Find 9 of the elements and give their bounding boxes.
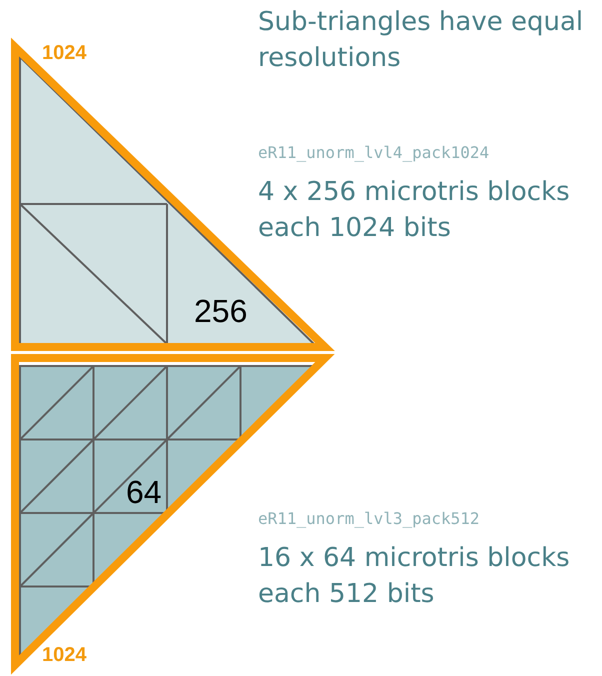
side-length-label: 1024 — [42, 644, 86, 667]
side-length-label: 1024 — [42, 42, 86, 65]
format-name: eR11_unorm_lvl4_pack1024 — [258, 143, 490, 162]
resolution-label: 64 — [126, 474, 162, 511]
description: 4 x 256 microtris blocks each 1024 bits — [258, 176, 571, 245]
description: 16 x 64 microtris blocks each 512 bits — [258, 542, 571, 611]
title: Sub-triangles have equal resolutions — [258, 6, 584, 75]
format-name: eR11_unorm_lvl3_pack512 — [258, 509, 480, 528]
resolution-label: 256 — [194, 293, 248, 330]
